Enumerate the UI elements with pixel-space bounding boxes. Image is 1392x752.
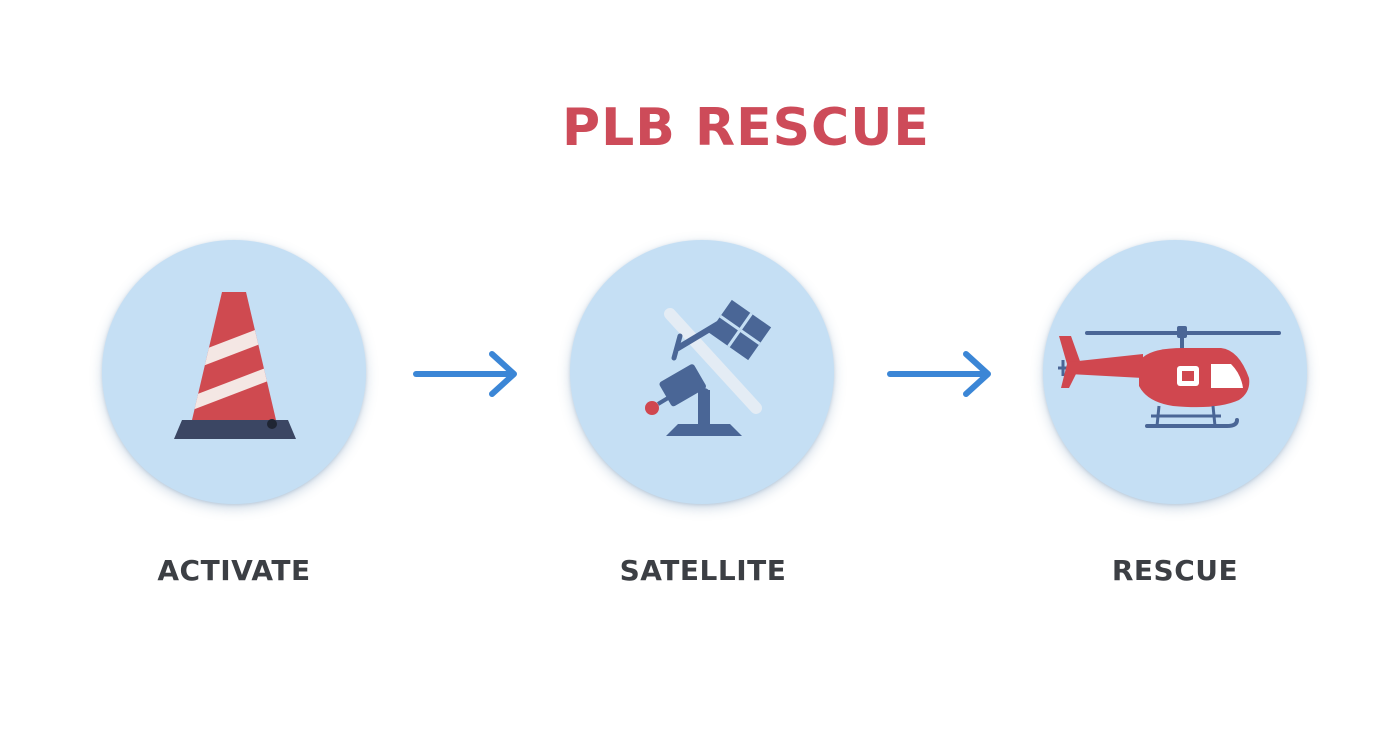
diagram-title: PLB RESCUE: [562, 98, 930, 158]
step-rescue-circle: [1043, 240, 1307, 504]
traffic-cone-icon: [174, 292, 296, 439]
step-label-satellite: SATELLITE: [619, 554, 787, 587]
helicopter-icon: [1058, 326, 1281, 428]
arrow-right-icon: [887, 351, 991, 397]
satellite-icon: [645, 299, 772, 436]
step-label-activate: ACTIVATE: [157, 554, 311, 587]
step-activate-circle: [102, 240, 366, 504]
step-label-rescue: RESCUE: [1111, 554, 1239, 587]
arrow-right-icon: [413, 351, 517, 397]
step-satellite-circle: [570, 240, 834, 504]
